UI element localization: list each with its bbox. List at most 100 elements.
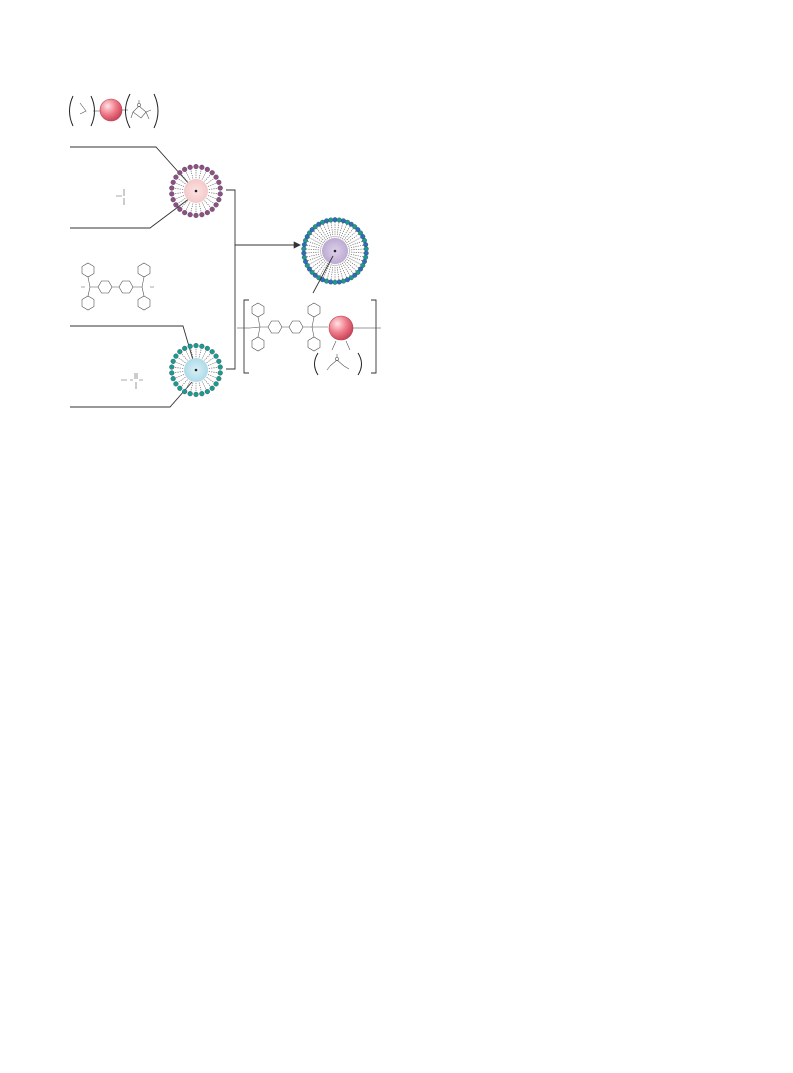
micelle-center-dot (333, 249, 337, 253)
surfactant-head (216, 358, 222, 364)
surfactant-head (332, 279, 338, 285)
surfactant-head (362, 238, 367, 243)
surfactant-head (187, 212, 193, 218)
surfactant-head (213, 381, 219, 387)
surfactant-head (177, 349, 183, 355)
fragment-a-icon (116, 189, 125, 205)
surfactant-head (345, 219, 350, 225)
surfactant-head (358, 266, 364, 272)
surfactant-head (169, 370, 175, 376)
surfactant-head (348, 221, 354, 227)
micelle-a (169, 164, 223, 218)
surfactant-head (216, 376, 222, 382)
surfactant-head (213, 174, 219, 180)
surfactant-head (301, 242, 307, 248)
surfactant-head (169, 191, 175, 197)
surfactant-head (328, 217, 334, 223)
surfactant-head (217, 364, 223, 370)
surfactant-head (352, 224, 358, 230)
surfactant-head (173, 353, 179, 359)
surfactant-head (193, 343, 199, 349)
surfactant-head (301, 250, 307, 256)
surfactant-head (204, 166, 210, 172)
surfactant-head (177, 206, 183, 212)
surfactant-head (312, 272, 318, 278)
surfactant-head (199, 164, 205, 170)
surfactant-head (306, 266, 312, 272)
mixed-micelle (301, 217, 369, 285)
surfactant-head (193, 164, 199, 170)
surfactant-head (173, 174, 179, 180)
surfactant-head (209, 349, 215, 355)
surfactant-head (182, 210, 188, 216)
surfactant-head (213, 202, 219, 208)
surfactant-head (209, 206, 215, 212)
surfactant-head (363, 242, 369, 248)
surfactant-head (169, 364, 175, 370)
surfactant-head (170, 197, 176, 203)
surfactant-head (177, 170, 183, 176)
surfactant-head (216, 179, 222, 185)
surfactant-head (336, 279, 342, 285)
surfactant-head (355, 227, 361, 233)
surfactant-head (363, 246, 369, 252)
surfactant-head (358, 230, 364, 236)
surfactant-head (316, 221, 322, 227)
surfactant-head (199, 212, 205, 218)
micelle-b (169, 343, 223, 397)
surfactant-head (309, 269, 315, 275)
surfactant-head (312, 224, 318, 230)
surfactant-head (328, 279, 334, 285)
surfactant-head (169, 185, 175, 191)
surfactant-head (204, 210, 210, 216)
initiator-sphere-icon (99, 98, 123, 122)
surfactant-head (301, 254, 307, 260)
surfactant-head (306, 230, 312, 236)
surfactant-head (170, 358, 176, 364)
fragment-b-icon (121, 373, 143, 389)
surfactant-head (355, 269, 361, 275)
surfactant-head (173, 202, 179, 208)
initiator-sphere-icon (328, 315, 354, 341)
surfactant-head (336, 217, 342, 223)
surfactant-head (303, 259, 308, 264)
nitroxide-group-icon (326, 354, 350, 371)
surfactant-head (187, 391, 193, 397)
surfactant-head (216, 197, 222, 203)
surfactant-head (187, 164, 193, 170)
lower-left-connector (70, 325, 194, 408)
surfactant-head (332, 217, 338, 223)
surfactant-head (182, 345, 188, 351)
surfactant-head (324, 218, 330, 224)
surfactant-head (182, 166, 188, 172)
surfactant-head (309, 227, 315, 233)
surfactant-head (199, 391, 205, 397)
surfactant-head (187, 343, 193, 349)
micelle-center-dot (194, 368, 198, 372)
surfactant-head (204, 389, 210, 395)
surfactant-head (204, 345, 210, 351)
surfactant-head (304, 234, 310, 240)
surfactant-head (363, 250, 369, 256)
surfactant-head (170, 376, 176, 382)
surfactant-head (170, 179, 176, 185)
surfactant-head (177, 385, 183, 391)
surfactant-head (352, 272, 358, 278)
surfactant-head (173, 381, 179, 387)
surfactant-head (217, 370, 223, 376)
surfactant-head (209, 385, 215, 391)
polymer-repeat-unit (237, 299, 381, 376)
nitroxide-group-icon (130, 100, 152, 120)
surfactant-head (182, 389, 188, 395)
mixed-micelle-pointer (312, 255, 334, 294)
surfactant-head (363, 254, 369, 260)
surfactant-head (213, 353, 219, 359)
surfactant-head (301, 246, 307, 252)
surfactant-head (209, 170, 215, 176)
surfactant-head (199, 343, 205, 349)
surfactant-head (348, 275, 354, 281)
surfactant-head (217, 191, 223, 197)
surfactant-head (360, 262, 366, 268)
surfactant-head (217, 185, 223, 191)
